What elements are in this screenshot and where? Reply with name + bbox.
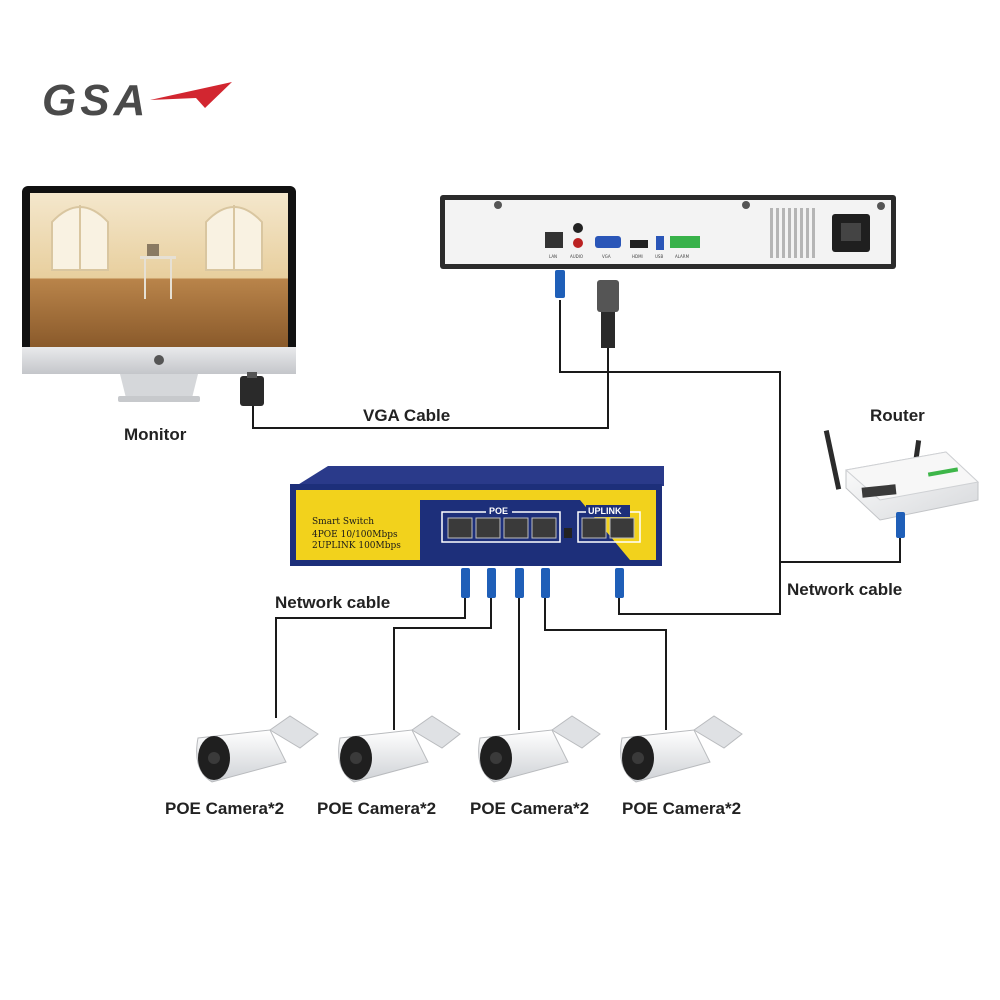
- camera-4-label: POE Camera*2: [622, 799, 741, 818]
- nvr-usb-port: [656, 236, 664, 250]
- router: [823, 430, 980, 538]
- monitor-stand-base: [118, 396, 200, 402]
- poe-port-3: [503, 517, 529, 539]
- switch-connector-3: [515, 568, 524, 598]
- poe-port-2: [475, 517, 501, 539]
- nvr-port-label-vga: VGA: [602, 254, 611, 259]
- camera-4: [620, 715, 743, 783]
- camera-2-label: POE Camera*2: [317, 799, 436, 818]
- camera2-wire: [393, 598, 492, 730]
- nvr-port-label-hdmi: HDMI: [632, 254, 643, 259]
- switch-spec-line2: 2UPLINK 100Mbps: [312, 541, 401, 551]
- switch-connector-2: [487, 568, 496, 598]
- uplink-port-1: [581, 517, 607, 539]
- uplink-port-2: [609, 517, 635, 539]
- nvr-audio-out: [573, 238, 583, 248]
- switch-connectors: [461, 568, 624, 598]
- vga-cable-label: VGA Cable: [363, 406, 450, 425]
- uplink-label: UPLINK: [588, 506, 622, 516]
- camera-3-mount: [551, 715, 601, 749]
- switch-connector-1: [461, 568, 470, 598]
- nvr-audio-in: [573, 223, 583, 233]
- nvr-recorder: LAN AUDIO VGA HDMI USB ALARM: [440, 195, 896, 348]
- camera-1-label: POE Camera*2: [165, 799, 284, 818]
- nvr-port-label-usb: USB: [655, 254, 663, 259]
- switch-yellow-panel: [296, 490, 656, 560]
- nvr-lan-connector: [555, 270, 565, 298]
- apple-logo-icon: [154, 355, 164, 365]
- camera-1: [196, 715, 319, 783]
- poe-port-1: [447, 517, 473, 539]
- logo-text: GSA: [42, 76, 149, 125]
- nvr-hdmi-port: [630, 240, 648, 248]
- camera-1-mount: [269, 715, 319, 749]
- poe-ports: [447, 517, 557, 539]
- nvr-vga-port: [595, 236, 621, 248]
- logo-swoosh-icon: [150, 82, 232, 108]
- camera-2: [338, 715, 461, 783]
- nvr-vga-connector: [597, 280, 619, 312]
- nvr-port-label-audio: AUDIO: [570, 254, 583, 259]
- nvr-vent: [770, 208, 815, 258]
- monitor-label: Monitor: [124, 425, 187, 444]
- nvr-port-label-alarm: ALARM: [675, 254, 690, 259]
- nvr-lan-wire: [559, 300, 781, 615]
- switch-title: Smart Switch: [312, 517, 374, 527]
- monitor-vga-plug: [240, 376, 264, 406]
- nvr-lan-port: [545, 232, 563, 248]
- nvr-alarm-block: [670, 236, 700, 248]
- router-wire: [780, 538, 901, 563]
- network-cable-label-left: Network cable: [275, 593, 390, 612]
- poe-switch: Smart Switch 4POE 10/100Mbps 2UPLINK 100…: [290, 466, 664, 598]
- camera-2-mount: [411, 715, 461, 749]
- switch-button: [564, 528, 572, 538]
- switch-top: [296, 466, 664, 486]
- monitor: [22, 186, 296, 406]
- vga-cable-wire: [252, 348, 609, 429]
- poe-label: POE: [489, 506, 508, 516]
- nvr-back-panel: [445, 200, 891, 264]
- camera-3-label: POE Camera*2: [470, 799, 589, 818]
- router-label: Router: [870, 406, 925, 425]
- camera-4-mount: [693, 715, 743, 749]
- camera1-wire: [275, 598, 466, 718]
- nvr-port-label-lan: LAN: [549, 254, 557, 259]
- uplink-ports: [581, 517, 635, 539]
- wiring: [252, 300, 901, 730]
- network-cable-label-right: Network cable: [787, 580, 902, 599]
- switch-connector-4: [541, 568, 550, 598]
- switch-spec-line1: 4POE 10/100Mbps: [312, 530, 398, 540]
- poe-port-4: [531, 517, 557, 539]
- gsa-logo: GSA: [42, 76, 232, 125]
- router-lan-connector: [896, 512, 905, 538]
- router-ports: [861, 484, 897, 498]
- router-status-lights: [927, 467, 959, 477]
- switch-connector-uplink: [615, 568, 624, 598]
- camera4-wire: [544, 598, 667, 730]
- camera-3: [478, 715, 601, 783]
- router-antenna-left: [823, 430, 842, 490]
